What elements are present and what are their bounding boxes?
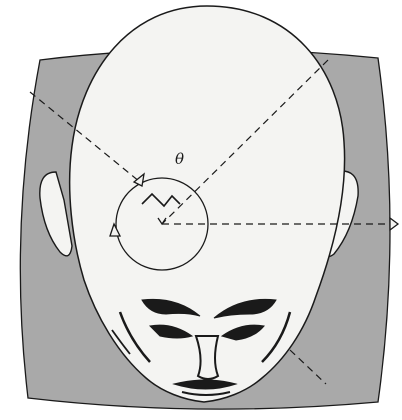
arrowhead-right — [390, 218, 398, 230]
angle-label: θ — [175, 150, 184, 168]
